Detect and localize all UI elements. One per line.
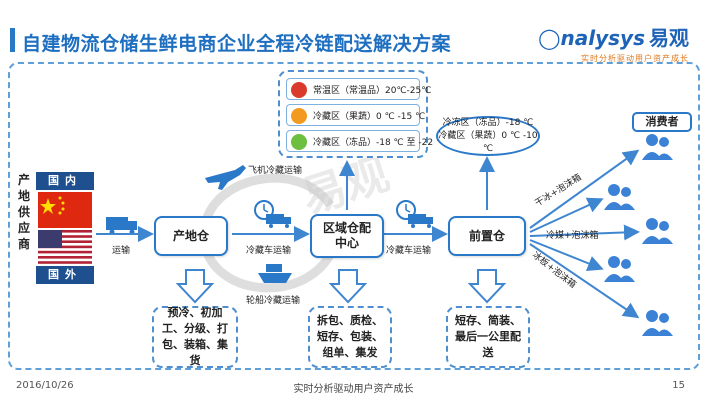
zone-row-ambient: 常温区（常温品）20℃-25℃ xyxy=(286,78,431,100)
regional-zones-box: 常温区（常温品）20℃-25℃ 冷藏区（果蔬）0 ℃ -15 ℃ 冷藏区（冻品）… xyxy=(278,70,446,158)
regional-center-node: 区域仓配中心 xyxy=(310,214,384,258)
logo-text: nalysys xyxy=(560,26,645,50)
title-accent-bar xyxy=(10,28,15,52)
zone-label-produce: 冷藏区（果蔬）0 ℃ -15 ℃ xyxy=(313,111,426,122)
zone-row-frozen: 冷藏区（冻品）-18 ℃ 至 -22 ℃ xyxy=(286,130,446,152)
truck-icon xyxy=(106,217,137,235)
ship-icon xyxy=(258,264,292,283)
origin-tasks-box: 预冷、初加工、分级、打包、装箱、集货 xyxy=(152,306,238,368)
down-arrow-icon-3 xyxy=(467,269,507,304)
consumer-group-icon-2 xyxy=(604,184,635,210)
down-arrow-icon-2 xyxy=(328,269,368,304)
logo-o-icon: ◯ xyxy=(538,26,561,50)
cold-truck-icon-1 xyxy=(254,200,291,228)
regional-tasks-box: 拆包、质检、短存、包装、组单、集发 xyxy=(308,306,392,368)
foreign-label: 国外 xyxy=(36,266,94,284)
ice-cream-icon xyxy=(291,134,307,150)
delivery-mode-coolant: 冷媒+泡沫箱 xyxy=(546,231,599,241)
truck-transport-label-1: 冷藏车运输 xyxy=(246,246,292,256)
front-warehouse-node: 前置仓 xyxy=(448,216,526,256)
front-zone-frozen: 冷冻区（冻品）-18 ℃ xyxy=(442,117,534,128)
transport-label: 运输 xyxy=(112,246,131,256)
ship-transport-label: 轮船冷藏运输 xyxy=(246,296,301,306)
front-zones-ellipse: 冷冻区（冻品）-18 ℃ 冷藏区（果蔬）0 ℃ -10 ℃ xyxy=(436,116,540,156)
supplier-flags: 国内 国外 xyxy=(36,172,94,284)
consumer-group-icon-1 xyxy=(642,134,673,160)
down-arrow-icon-1 xyxy=(175,269,215,304)
cold-truck-icon-2 xyxy=(396,200,433,228)
logo-tagline: 实时分析驱动用户资产成长 xyxy=(581,54,689,63)
front-tasks-box: 短存、简装、最后一公里配送 xyxy=(446,306,530,368)
usa-flag-icon xyxy=(38,230,92,264)
consumer-group-icon-3 xyxy=(642,218,673,244)
page-number: 15 xyxy=(672,380,685,391)
logo-cn: 易观 xyxy=(649,26,689,50)
diagram-frame xyxy=(8,62,700,370)
footer-date: 2016/10/26 xyxy=(16,380,74,391)
domestic-label: 国内 xyxy=(36,172,94,190)
apple-icon xyxy=(291,82,307,98)
airplane-icon xyxy=(205,165,246,190)
front-zone-chilled: 冷藏区（果蔬）0 ℃ -10 ℃ xyxy=(438,130,538,154)
zone-label-ambient: 常温区（常温品）20℃-25℃ xyxy=(313,85,432,96)
supplier-label: 产地供应商 xyxy=(17,173,30,251)
air-transport-label: 飞机冷藏运输 xyxy=(248,166,303,176)
china-flag-icon xyxy=(38,192,92,228)
truck-transport-label-2: 冷藏车运输 xyxy=(386,246,432,256)
zone-row-produce: 冷藏区（果蔬）0 ℃ -15 ℃ xyxy=(286,104,425,126)
page-title: 自建物流仓储生鲜电商企业全程冷链配送解决方案 xyxy=(22,33,452,55)
consumer-group-icon-4 xyxy=(604,256,635,282)
footer-tagline: 实时分析驱动用户资产成长 xyxy=(293,384,414,395)
carrot-icon xyxy=(291,108,307,124)
consumer-label: 消费者 xyxy=(632,112,692,132)
consumer-group-icon-5 xyxy=(642,310,673,336)
zone-label-frozen: 冷藏区（冻品）-18 ℃ 至 -22 ℃ xyxy=(313,137,447,148)
origin-warehouse-node: 产地仓 xyxy=(154,216,228,256)
